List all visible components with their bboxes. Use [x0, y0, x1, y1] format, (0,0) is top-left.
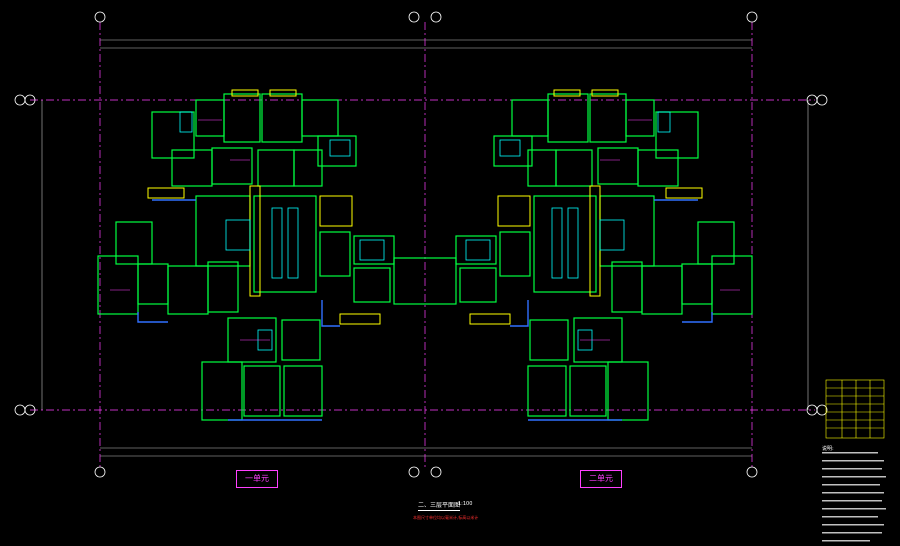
drawing-subtitle: 本图尺寸单位均以毫米计,标高以米计 [413, 515, 479, 520]
notes-block [822, 452, 886, 542]
right-unit-plan [455, 89, 753, 421]
dimension-frame [41, 39, 809, 457]
left-unit-plan [97, 89, 395, 421]
legend-table [825, 379, 885, 439]
unit-connector [393, 257, 457, 305]
notes-title: 说明: [822, 446, 834, 452]
axis-lines [30, 22, 815, 468]
drawing-title: 二、三层平面图 [418, 502, 461, 511]
axis-bubbles [14, 11, 828, 478]
drawing-scale: 1:100 [458, 501, 473, 507]
unit-label-2: 二单元 [580, 470, 622, 488]
unit-label-1: 一单元 [236, 470, 278, 488]
